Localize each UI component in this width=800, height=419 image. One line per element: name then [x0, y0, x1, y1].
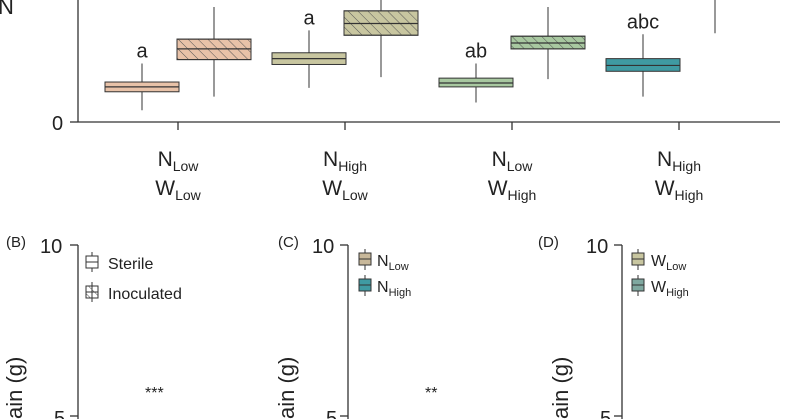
panel-b: (B) 10 5 ain (g) Sterile Inoculated ***: [2, 234, 182, 419]
panel-c-significance: **: [425, 385, 437, 402]
box-letter: a: [303, 7, 315, 29]
panel-d-legend: WLow WHigh: [631, 249, 689, 299]
panel-b-legend: Sterile Inoculated: [85, 252, 182, 303]
x-label-n-sub: Low: [173, 158, 200, 174]
panel-c-y-tick-5-label: 5: [326, 408, 337, 419]
box-3-sterile: a: [271, 7, 347, 88]
legend-inoculated-label: Inoculated: [108, 286, 182, 303]
legend-nhigh-text: NHigh: [377, 279, 411, 299]
box-1-sterile: a: [104, 41, 180, 111]
x-label-n: NHigh: [323, 148, 367, 174]
x-label-w-sub: Low: [175, 187, 202, 203]
x-label-n: NLow: [492, 148, 534, 174]
panel-b-y-tick-5-label: 5: [54, 408, 65, 419]
x-label-n: NLow: [158, 148, 200, 174]
x-label-n: NHigh: [657, 148, 701, 174]
legend-nhigh-label: N: [377, 279, 389, 296]
legend-sterile-label: Sterile: [108, 256, 153, 273]
x-label-n-main: N: [492, 148, 507, 171]
legend-sterile-icon: [85, 252, 99, 272]
box-7-sterile: abc: [605, 11, 681, 97]
panel-a-ylabel: N: [0, 0, 14, 19]
panel-d-y-tick-5-label: 5: [600, 408, 611, 419]
legend-wlow-sub: Low: [666, 261, 686, 273]
legend-inoculated-icon: [85, 282, 99, 302]
legend-nlow-sub: Low: [389, 261, 409, 273]
x-label-w-sub: High: [675, 187, 704, 203]
legend-whigh-sub: High: [666, 287, 689, 299]
x-label-n-sub: High: [338, 158, 367, 174]
panel-c-y-tick-10-label: 10: [312, 236, 334, 258]
box-letter: ab: [465, 41, 487, 63]
panel-a-y-tick-label: 0: [52, 113, 63, 135]
box-4-inoculated: [343, 0, 419, 78]
box-letter: abc: [627, 11, 659, 33]
panel-d-label: (D): [538, 234, 559, 251]
legend-nlow-icon: [358, 249, 372, 270]
x-label-w-sub: High: [508, 187, 537, 203]
box-6-inoculated: [510, 6, 586, 80]
x-label-w-main: W: [322, 177, 342, 200]
panel-c: (C) 10 5 ain (g) NLow NHigh **: [274, 234, 437, 419]
legend-wlow-icon: [631, 249, 645, 270]
legend-wlow-text: WLow: [651, 253, 686, 273]
x-label-n-main: N: [657, 148, 672, 171]
x-label-n-main: N: [158, 148, 173, 171]
x-label-w-main: W: [655, 177, 675, 200]
x-label-n-main: N: [323, 148, 338, 171]
legend-whigh-text: WHigh: [651, 279, 689, 299]
panel-d: (D) 10 5 ain (g) WLow WHigh: [538, 234, 689, 419]
panel-c-ylabel: ain (g): [274, 357, 299, 419]
panel-b-label: (B): [6, 234, 26, 251]
x-label-w: WHigh: [655, 177, 704, 203]
panel-b-ylabel: ain (g): [2, 357, 27, 419]
box-2-inoculated: [176, 6, 252, 97]
legend-nhigh-sub: High: [389, 287, 412, 299]
panel-c-legend: NLow NHigh: [358, 249, 411, 299]
panel-d-y-tick-10-label: 10: [586, 236, 608, 258]
box-5-sterile: ab: [438, 41, 514, 103]
panel-c-label: (C): [278, 234, 299, 251]
legend-whigh-label: W: [651, 279, 667, 296]
panel-b-significance: ***: [145, 385, 164, 402]
panel-d-ylabel: ain (g): [548, 357, 573, 419]
x-label-n-sub: High: [672, 158, 701, 174]
x-label-w: WLow: [322, 177, 368, 203]
x-label-w: WHigh: [488, 177, 537, 203]
x-label-w-main: W: [155, 177, 175, 200]
legend-wlow-label: W: [651, 253, 667, 270]
panel-a-boxes: a a ab abc: [104, 0, 716, 111]
legend-nhigh-icon: [358, 275, 372, 296]
legend-whigh-icon: [631, 275, 645, 296]
panel-b-y-tick-10-label: 10: [40, 236, 62, 258]
legend-nlow-text: NLow: [377, 253, 409, 273]
x-label-w-sub: Low: [342, 187, 369, 203]
legend-nlow-label: N: [377, 253, 389, 270]
box-letter: a: [136, 41, 148, 63]
x-label-w: WLow: [155, 177, 201, 203]
x-label-w-main: W: [488, 177, 508, 200]
x-label-n-sub: Low: [507, 158, 534, 174]
